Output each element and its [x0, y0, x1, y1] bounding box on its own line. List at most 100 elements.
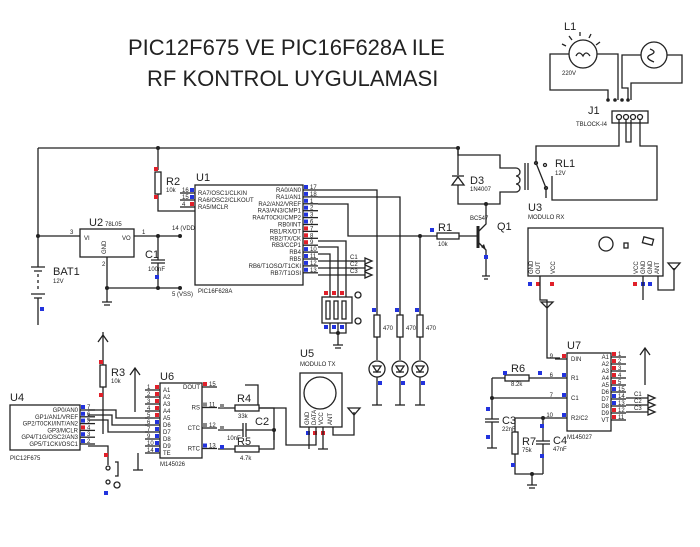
C3-ref: C3 [502, 415, 516, 427]
BAT1-value: 12V [53, 279, 64, 285]
U7-pin-4: 4A4 [602, 373, 626, 382]
svg-text:CTC: CTC [188, 426, 201, 432]
svg-text:GP0/AN0: GP0/AN0 [53, 408, 79, 414]
U7-ref: U7 [567, 340, 581, 352]
svg-text:RB1/RX/DT: RB1/RX/DT [270, 229, 302, 235]
svg-text:9: 9 [310, 240, 314, 246]
svg-text:RB7/T1OSI: RB7/T1OSI [270, 271, 301, 277]
svg-text:9: 9 [550, 354, 554, 360]
svg-text:16: 16 [182, 188, 189, 194]
svg-text:GND: GND [529, 260, 535, 274]
svg-text:11: 11 [310, 254, 317, 260]
RL1-ref: RL1 [555, 158, 575, 170]
svg-text:VCC: VCC [319, 412, 325, 425]
svg-text:6: 6 [550, 373, 554, 379]
svg-text:10: 10 [310, 247, 317, 253]
title-line-2: RF KONTROL UYGULAMASI [147, 66, 438, 91]
svg-text:A3: A3 [163, 402, 171, 408]
U5-ref: U5 [300, 348, 314, 360]
svg-text:RA4/T0CKI/CMP2: RA4/T0CKI/CMP2 [252, 216, 301, 222]
R6-value: 8.2k [511, 382, 523, 388]
resistor-R5: R5 4.7k [218, 430, 275, 462]
svg-text:2: 2 [147, 392, 151, 398]
svg-text:DATA: DATA [312, 410, 318, 425]
regulator-U2: U2 78L05 VI VO GND 3 1 2 [70, 217, 146, 268]
svg-text:GP4/T1G/OSC2/AN3: GP4/T1G/OSC2/AN3 [21, 435, 78, 441]
svg-text:14: 14 [147, 448, 154, 454]
U6-value: M145026 [160, 462, 186, 468]
svg-text:RA3/AN3/CMP1: RA3/AN3/CMP1 [258, 209, 302, 215]
svg-text:1: 1 [310, 199, 314, 205]
svg-text:D9: D9 [601, 411, 609, 417]
R2-ref: R2 [166, 176, 180, 188]
RL1-value: 12V [555, 171, 566, 177]
C2-ref: C2 [255, 416, 269, 428]
D3-ref: D3 [470, 175, 484, 187]
svg-text:RB5: RB5 [289, 257, 301, 263]
svg-text:RB0/INT: RB0/INT [278, 223, 301, 229]
resistor-R1: R1 10k [420, 222, 478, 248]
svg-text:R1: R1 [571, 376, 579, 382]
svg-text:RB3/CCP1: RB3/CCP1 [272, 243, 302, 249]
U1-value: PIC16F628A [198, 289, 232, 295]
svg-text:RS: RS [192, 406, 200, 412]
BAT1-ref: BAT1 [53, 266, 80, 278]
svg-text:1: 1 [142, 230, 146, 236]
svg-text:A3: A3 [602, 369, 610, 375]
R6-ref: R6 [511, 363, 525, 375]
C1-ref: C1 [145, 249, 159, 261]
svg-text:D6: D6 [601, 390, 609, 396]
svg-text:D7: D7 [601, 397, 609, 403]
U1-ref: U1 [196, 172, 210, 184]
svg-text:2: 2 [618, 359, 622, 365]
svg-text:7: 7 [147, 427, 151, 433]
svg-text:A5: A5 [163, 416, 171, 422]
svg-text:A4: A4 [163, 409, 171, 415]
svg-text:TE: TE [163, 451, 171, 457]
svg-text:18: 18 [310, 192, 317, 198]
svg-text:D9: D9 [163, 444, 171, 450]
U7-pin-5: 5A5 [602, 380, 626, 389]
diode-D3: D3 1N4007 [450, 148, 492, 205]
ac-source [640, 41, 668, 69]
svg-text:VI: VI [84, 236, 90, 242]
svg-text:A1: A1 [163, 388, 171, 394]
capacitor-C3: C3 22nF [485, 398, 516, 449]
svg-text:RA2/AN2/VREF: RA2/AN2/VREF [258, 202, 301, 208]
R4-ref: R4 [237, 393, 251, 405]
svg-text:OUT: OUT [536, 261, 542, 274]
terminal-block-J1: J1 TBLOCK-I4 [576, 105, 649, 128]
svg-text:C1: C1 [634, 392, 642, 398]
U2-value: 78L05 [105, 222, 122, 228]
svg-text:9: 9 [147, 434, 151, 440]
title-line-1: PIC12F675 VE PIC16F628A ILE [128, 35, 445, 60]
svg-text:C1: C1 [571, 396, 579, 402]
svg-text:VT: VT [601, 418, 609, 424]
battery-BAT1: BAT1 12V [31, 236, 80, 325]
svg-text:14: 14 [618, 394, 625, 400]
svg-text:7: 7 [87, 405, 91, 411]
svg-text:13: 13 [209, 444, 216, 450]
button-VERIC[interactable] [88, 445, 121, 495]
net-label-C2: C2 [350, 262, 358, 268]
svg-text:11: 11 [209, 403, 216, 409]
Q1-value: BC547 [470, 216, 489, 222]
svg-text:3: 3 [87, 432, 91, 438]
U7-pin-3: 3A3 [602, 366, 626, 375]
svg-text:17: 17 [310, 185, 317, 191]
